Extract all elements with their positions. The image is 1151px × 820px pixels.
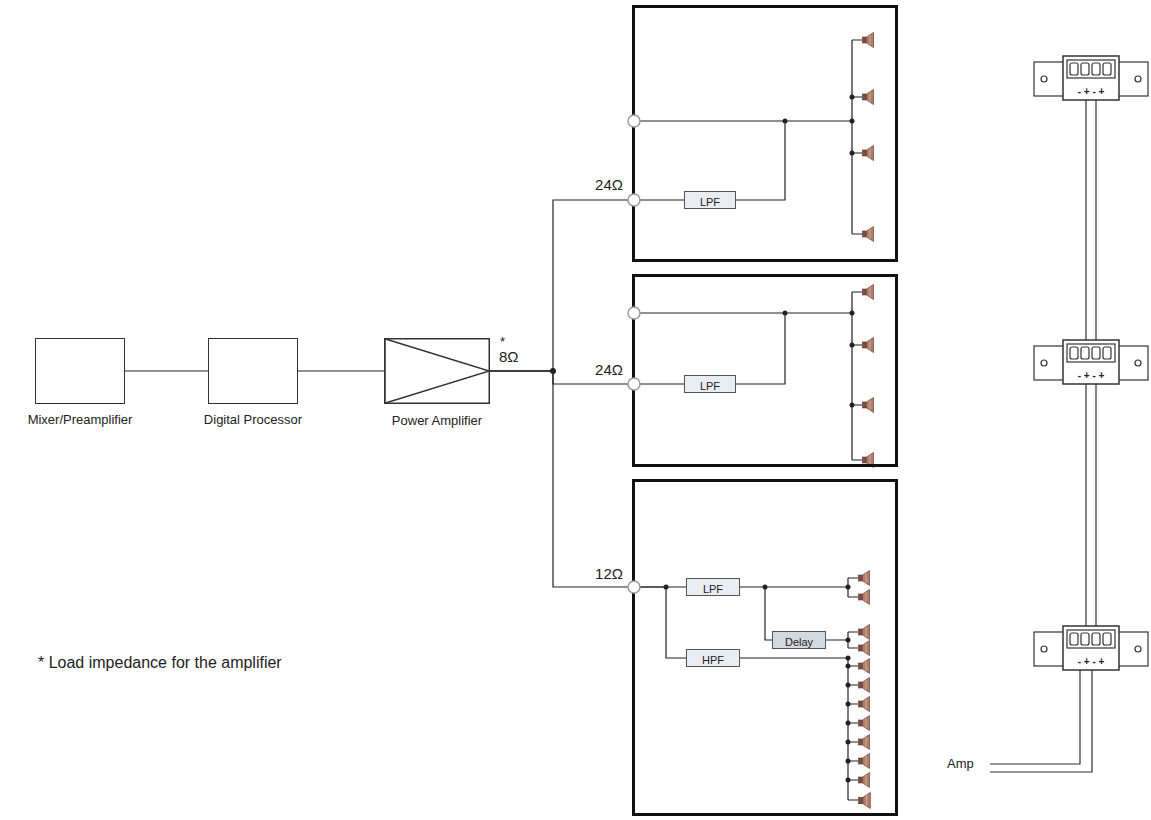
pin-polarity: - + - + <box>1063 370 1119 382</box>
filter-box: HPF <box>686 649 740 667</box>
impedance-label: 24Ω <box>595 176 623 193</box>
process-box: Mixer/Preamplifier <box>35 338 125 404</box>
footnote-text: * Load impedance for the amplifier <box>38 654 282 672</box>
footnote-mark: * <box>500 334 505 349</box>
impedance-label: 24Ω <box>595 361 623 378</box>
signal-wire <box>635 587 686 658</box>
terminal-block <box>1034 340 1148 384</box>
amp-wire-label: Amp <box>947 756 974 771</box>
process-box: Digital Processor <box>208 338 298 404</box>
signal-wire <box>490 200 632 371</box>
filter-box: LPF <box>686 578 740 596</box>
load-impedance: 8Ω <box>499 348 519 365</box>
impedance-label: 12Ω <box>595 565 623 582</box>
speaker-panel: 12ΩLPFDelayHPF <box>632 479 898 816</box>
filter-box: LPF <box>684 375 736 393</box>
amplifier-symbol <box>384 338 490 404</box>
filter-label: HPF <box>702 652 724 668</box>
device-label: Digital Processor <box>204 412 302 428</box>
speaker-wiring <box>640 40 862 800</box>
terminal-block <box>1034 626 1148 670</box>
filter-label: Delay <box>785 634 813 650</box>
delay-box: Delay <box>772 631 826 649</box>
terminal-block <box>1034 56 1148 100</box>
device-label: Power Amplifier <box>392 413 482 429</box>
signal-wire <box>298 370 384 371</box>
filter-box: LPF <box>684 191 736 209</box>
pin-polarity: - + - + <box>1063 656 1119 668</box>
filter-label: LPF <box>700 378 720 394</box>
pin-polarity: - + - + <box>1063 86 1119 98</box>
speaker-panel: 24ΩLPF <box>632 274 898 467</box>
junction-dots <box>664 95 855 783</box>
signal-wire <box>635 199 684 200</box>
signal-wire <box>740 587 772 640</box>
device-label: Mixer/Preamplifier <box>28 412 133 428</box>
chain-wires <box>990 100 1096 772</box>
filter-label: LPF <box>703 581 723 597</box>
signal-wire <box>125 370 208 371</box>
signal-wire <box>635 383 684 384</box>
speaker-icons <box>859 33 874 809</box>
filter-label: LPF <box>700 194 720 210</box>
signal-wire <box>490 371 632 587</box>
speaker-panel: 24ΩLPF <box>632 5 898 262</box>
amplifier-block: Power Amplifier <box>384 338 490 404</box>
